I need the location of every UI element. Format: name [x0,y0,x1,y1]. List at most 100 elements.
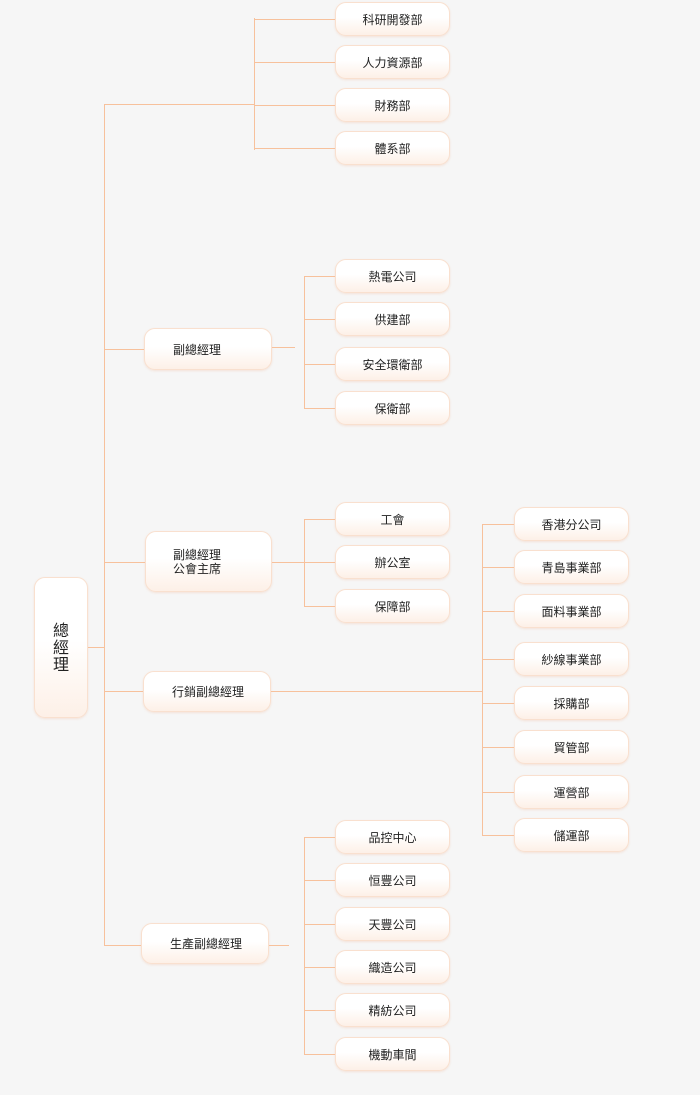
manager-node[interactable]: 行銷副總經理 [143,671,271,712]
department-node[interactable]: 紗線事業部 [514,642,629,676]
department-node[interactable]: 面料事業部 [514,594,629,628]
department-label: 科研開發部 [362,12,423,27]
department-label: 貿管部 [553,740,590,755]
connector-line [104,104,105,946]
department-node[interactable]: 保障部 [335,589,450,623]
connector-line [304,837,305,1055]
connector-line [254,18,255,150]
department-node[interactable]: 精紡公司 [335,993,450,1027]
connector-line [304,1010,335,1011]
manager-label: 副總經理 [173,342,222,357]
connector-line [304,364,335,365]
department-node[interactable]: 體系部 [335,131,450,165]
connector-line [104,562,145,563]
manager-node[interactable]: 副總經理公會主席 [145,531,272,592]
department-node[interactable]: 科研開發部 [335,2,450,36]
department-node[interactable]: 財務部 [335,88,450,122]
root-label-char: 經 [52,638,69,657]
connector-line [304,276,335,277]
department-node[interactable]: 運營部 [514,775,629,809]
department-label: 恒豐公司 [368,873,417,888]
connector-line [304,606,335,607]
connector-line [304,967,335,968]
connector-line [272,347,295,348]
connector-line [482,524,483,836]
connector-line [304,408,335,409]
department-node[interactable]: 儲運部 [514,818,629,852]
department-node[interactable]: 青島事業部 [514,550,629,584]
manager-label: 生產副總經理 [170,937,243,951]
connector-line [304,837,335,838]
department-node[interactable]: 熱電公司 [335,259,450,293]
department-label: 安全環衛部 [362,357,423,372]
connector-line [482,659,514,660]
connector-line [272,562,335,563]
department-node[interactable]: 供建部 [335,302,450,336]
connector-line [482,567,514,568]
connector-line [254,19,335,20]
root-label-char: 理 [52,655,69,674]
connector-line [104,691,143,692]
connector-line [482,524,514,525]
department-label: 天豐公司 [368,917,417,932]
connector-line [271,691,482,692]
department-label: 香港分公司 [541,517,602,532]
department-label: 精紡公司 [368,1003,417,1018]
department-node[interactable]: 保衛部 [335,391,450,425]
root-node-general-manager[interactable]: 總經理 [34,577,88,718]
department-node[interactable]: 採購部 [514,686,629,720]
department-label: 體系部 [374,141,411,156]
department-node[interactable]: 天豐公司 [335,907,450,941]
connector-line [104,349,144,350]
root-label-char: 總 [52,621,69,640]
manager-label: 行銷副總經理 [172,685,245,699]
connector-line [482,611,514,612]
connector-line [482,792,514,793]
department-label: 面料事業部 [541,604,602,619]
connector-line [254,62,335,63]
connector-line [482,703,514,704]
department-node[interactable]: 恒豐公司 [335,863,450,897]
department-label: 辦公室 [374,555,411,570]
department-label: 品控中心 [368,830,417,845]
department-label: 織造公司 [368,960,417,975]
manager-node[interactable]: 副總經理 [144,328,272,370]
department-label: 儲運部 [553,828,590,843]
connector-line [87,647,104,648]
department-node[interactable]: 機動車間 [335,1037,450,1071]
department-node[interactable]: 香港分公司 [514,507,629,541]
department-label: 機動車間 [368,1047,417,1062]
department-label: 保障部 [374,599,411,614]
department-label: 工會 [380,512,405,527]
department-label: 熱電公司 [368,269,417,284]
connector-line [304,924,335,925]
department-node[interactable]: 辦公室 [335,545,450,579]
department-label: 人力資源部 [362,55,423,70]
connector-line [304,1054,335,1055]
department-label: 供建部 [374,312,411,327]
department-label: 保衛部 [374,401,411,416]
connector-line [304,519,305,607]
connector-line [304,880,335,881]
connector-line [304,519,335,520]
department-label: 財務部 [374,98,411,113]
department-node[interactable]: 人力資源部 [335,45,450,79]
connector-line [482,747,514,748]
department-node[interactable]: 品控中心 [335,820,450,854]
manager-label: 副總經理 [173,547,222,562]
connector-line [304,319,335,320]
connector-line [254,148,335,149]
connector-line [104,104,254,105]
manager-node[interactable]: 生產副總經理 [141,923,269,964]
department-node[interactable]: 工會 [335,502,450,536]
connector-line [304,562,335,563]
connector-line [269,945,289,946]
department-node[interactable]: 貿管部 [514,730,629,764]
department-node[interactable]: 安全環衛部 [335,347,450,381]
department-label: 運營部 [553,785,590,800]
department-label: 採購部 [553,696,590,711]
department-node[interactable]: 織造公司 [335,950,450,984]
manager-label: 公會主席 [173,561,222,576]
connector-line [254,105,335,106]
connector-line [304,276,305,409]
